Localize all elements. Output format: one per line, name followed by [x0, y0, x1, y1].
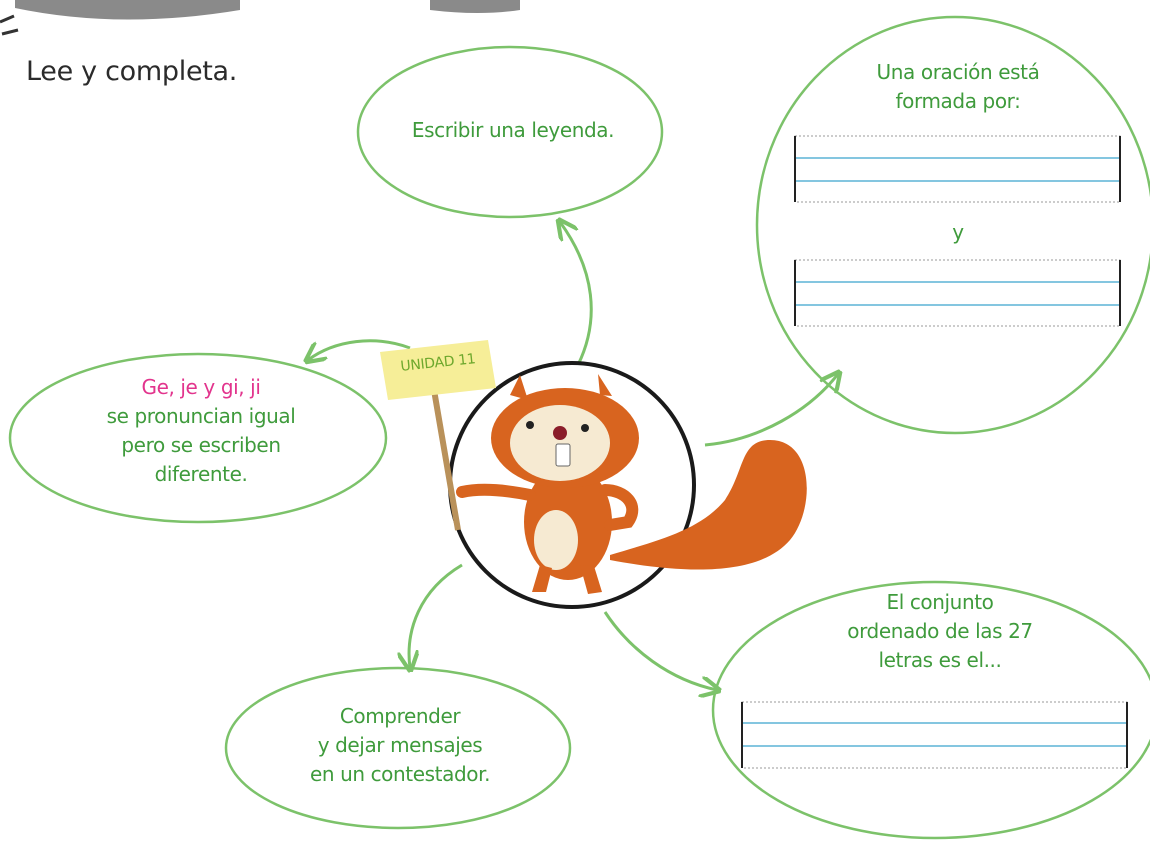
bubble-oracion-text: Una oración está formada por: — [800, 58, 1116, 116]
arrow-icon — [704, 374, 838, 447]
writing-lines-oracion-1[interactable] — [794, 135, 1121, 203]
squirrel-mascot-illustration — [431, 374, 807, 594]
bubble-abecedario-line3: letras es el... — [878, 648, 1002, 672]
bubble-contestador-line2: y dejar mensajes — [317, 733, 483, 757]
bubble-contestador-line3: en un contestador. — [309, 762, 491, 786]
bubble-oracion-line2: formada por: — [895, 89, 1021, 113]
bubble-leyenda-text: Escribir una leyenda. — [368, 116, 658, 145]
arrow-icon — [603, 611, 717, 690]
bubble-abecedario-line2: ordenado de las 27 — [847, 619, 1033, 643]
bubble-contestador-line1: Comprender — [339, 704, 461, 728]
bubble-abecedario-line1: El conjunto — [886, 590, 994, 614]
unit-sign — [380, 340, 496, 400]
bubble-oracion-line1: Una oración está — [876, 60, 1040, 84]
arrow-icon — [409, 563, 463, 668]
bubble-oracion-connector: y — [952, 220, 964, 244]
writing-lines-oracion-2[interactable] — [794, 259, 1121, 327]
bubble-ge-je-line3: pero se escriben — [121, 433, 281, 457]
bubble-abecedario-text: El conjunto ordenado de las 27 letras es… — [780, 588, 1100, 675]
bubble-contestador-text: Comprender y dejar mensajes en un contes… — [250, 702, 550, 789]
bubble-oracion — [755, 15, 1150, 435]
arrow-icon — [560, 222, 593, 366]
bubble-ge-je-text: Ge, je y gi, ji se pronuncian igual pero… — [40, 373, 362, 489]
bubble-abecedario — [711, 580, 1150, 840]
bubble-ge-je-highlight: Ge, je y gi, ji — [141, 375, 261, 399]
writing-lines-abecedario[interactable] — [741, 701, 1128, 769]
page-header-decoration — [0, 0, 520, 36]
bubble-leyenda — [356, 45, 664, 219]
bubble-ge-je-line2: se pronuncian igual — [106, 404, 296, 428]
bubble-ge-je — [8, 352, 388, 524]
arrow-icon — [308, 339, 411, 360]
bubble-ge-je-line4: diferente. — [154, 462, 248, 486]
bubble-leyenda-line: Escribir una leyenda. — [411, 118, 615, 142]
instruction-text: Lee y completa. — [26, 56, 238, 87]
